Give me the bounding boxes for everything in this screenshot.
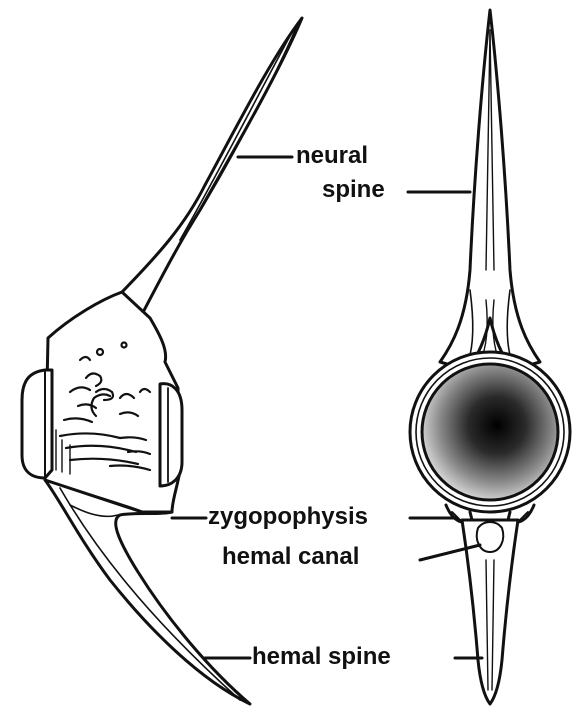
label-zygopophysis: zygopophysis [208,505,368,529]
label-hemal-spine: hemal spine [252,645,391,669]
lateral-view [22,18,302,704]
anterior-view [410,10,570,704]
label-hemal-canal: hemal canal [222,545,359,569]
label-neural: neural [296,144,368,168]
label-spine: spine [322,178,385,202]
hemal-canal-shape [477,522,504,552]
